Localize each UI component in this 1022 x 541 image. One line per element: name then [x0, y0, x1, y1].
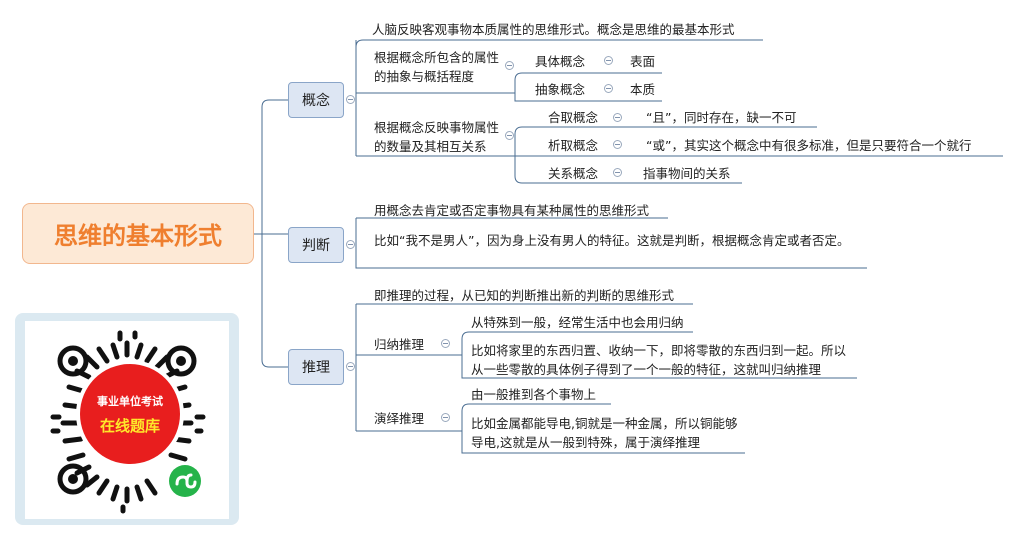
collapse-icon[interactable] — [346, 362, 355, 371]
concept-group2-label: 根据概念反映事物属性的数量及其相互关系 — [374, 120, 500, 154]
branch-reasoning[interactable]: 推理 — [288, 349, 344, 385]
concept-disjunctive-desc: “或”，其实这个概念中有很多标准，但是只要符合一个就行 — [646, 138, 972, 153]
collapse-icon[interactable] — [613, 113, 622, 122]
collapse-icon[interactable] — [613, 140, 622, 149]
induction-label: 归纳推理 — [374, 337, 425, 352]
concept-conjunctive-label: 合取概念 — [548, 110, 599, 125]
collapse-icon[interactable] — [346, 95, 355, 104]
judgment-definition: 用概念去肯定或否定事物具有某种属性的思维形式 — [374, 203, 650, 218]
concept-abstract-desc: 本质 — [630, 82, 656, 97]
concept-abstract-label: 抽象概念 — [535, 82, 586, 97]
concept-disjunctive-label: 析取概念 — [548, 138, 599, 153]
concept-group1-label: 根据概念所包含的属性的抽象与概括程度 — [374, 50, 500, 84]
concept-definition: 人脑反映客观事物本质属性的思维形式。概念是思维的最基本形式 — [372, 22, 735, 37]
collapse-icon[interactable] — [346, 240, 355, 249]
deduction-desc: 由一般推到各个事物上 — [471, 387, 597, 402]
judgment-example: 比如“我不是男人”，因为身上没有男人的特征。这就是判断，根据概念肯定或者否定。 — [374, 233, 850, 248]
concept-relational-desc: 指事物间的关系 — [643, 166, 731, 181]
collapse-icon[interactable] — [441, 339, 450, 348]
deduction-label: 演绎推理 — [374, 411, 425, 426]
deduction-example: 比如金属都能导电,铜就是一种金属，所以铜能够导电,这就是从一般到特殊，属于演绎推… — [471, 416, 738, 450]
concept-conjunctive-desc: “且”，同时存在，缺一不可 — [646, 110, 797, 125]
induction-example: 比如将家里的东西归置、收纳一下，即将零散的东西归到一起。所以从一些零散的具体例子… — [471, 343, 847, 377]
branch-judgment[interactable]: 判断 — [288, 227, 344, 263]
concept-relational-label: 关系概念 — [548, 166, 599, 181]
root-topic[interactable]: 思维的基本形式 — [22, 203, 254, 264]
promo-line1: 事业单位考试 — [97, 394, 163, 408]
promo-line2: 在线题库 — [99, 416, 160, 435]
collapse-icon[interactable] — [441, 413, 450, 422]
concept-specific-label: 具体概念 — [535, 54, 586, 69]
collapse-icon[interactable] — [613, 168, 622, 177]
collapse-icon[interactable] — [604, 84, 613, 93]
concept-specific-desc: 表面 — [630, 54, 656, 69]
collapse-icon[interactable] — [604, 56, 613, 65]
mini-program-icon — [166, 462, 204, 500]
reasoning-definition: 即推理的过程，从已知的判断推出新的判断的思维形式 — [374, 288, 675, 303]
branch-concept[interactable]: 概念 — [288, 82, 344, 118]
induction-desc: 从特殊到一般，经常生活中也会用归纳 — [471, 315, 684, 330]
promo-badge: 事业单位考试 在线题库 — [80, 364, 180, 464]
collapse-icon[interactable] — [505, 61, 514, 70]
collapse-icon[interactable] — [505, 131, 514, 140]
